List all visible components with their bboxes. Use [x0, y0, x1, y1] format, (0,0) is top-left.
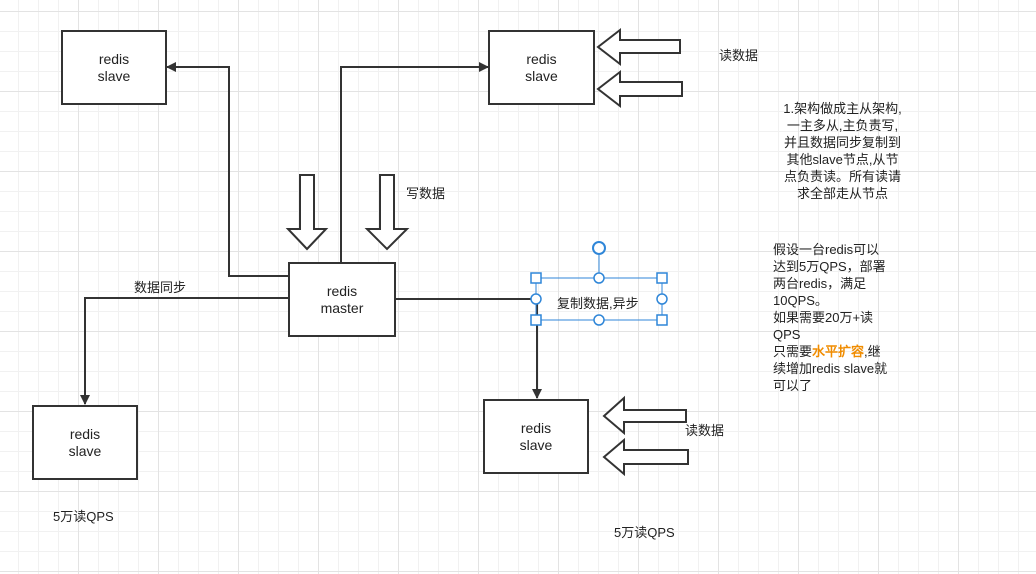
- note-line-highlight: 只需要水平扩容,继: [773, 343, 923, 360]
- note-architecture[interactable]: 1.架构做成主从架构, 一主多从,主负责写, 并且数据同步复制到 其他slave…: [770, 100, 915, 202]
- node-line2: slave: [68, 442, 102, 459]
- note-line: 点负责读。所有读请: [783, 169, 901, 184]
- note-scaling[interactable]: 假设一台redis可以 达到5万QPS，部署 两台redis，满足 10QPS。…: [773, 241, 923, 394]
- resize-handle-right: [656, 293, 668, 305]
- redis-slave-top-left[interactable]: redis slave: [61, 30, 167, 105]
- read-arrow-bottom-upper[interactable]: [602, 395, 687, 436]
- highlight-horizontal-scaling: 水平扩容: [812, 344, 865, 359]
- selection-box[interactable]: [530, 241, 668, 326]
- note-line: 其他slave节点,从节: [786, 152, 899, 167]
- note-line: 两台redis，满足: [773, 276, 867, 291]
- read-arrow-bottom-lower[interactable]: [602, 437, 689, 477]
- note-line: 1.架构做成主从架构,: [783, 101, 902, 116]
- note-line: 续增加redis slave就: [773, 361, 888, 376]
- node-line2: slave: [97, 67, 131, 84]
- rotate-handle: [592, 241, 606, 255]
- note-line: 10QPS。: [773, 293, 828, 308]
- note-line: 一主多从,主负责写,: [786, 118, 899, 133]
- node-line1: redis: [326, 282, 358, 299]
- label-write-data[interactable]: 写数据: [406, 186, 446, 201]
- resize-handle-bl: [530, 314, 542, 326]
- note-line: QPS: [773, 327, 801, 342]
- resize-handle-tr: [656, 272, 668, 284]
- resize-handle-top: [593, 272, 605, 284]
- write-arrow-right[interactable]: [364, 174, 410, 251]
- note-line: 可以了: [773, 378, 813, 393]
- node-line1: redis: [98, 50, 130, 67]
- resize-handle-left: [530, 293, 542, 305]
- node-line1: redis: [520, 419, 552, 436]
- note-text: 只需要: [773, 344, 813, 359]
- write-arrow-left[interactable]: [285, 174, 329, 251]
- label-data-sync[interactable]: 数据同步: [134, 280, 187, 295]
- note-line: 达到5万QPS，部署: [773, 259, 886, 274]
- connector-master-to-top-right-slave[interactable]: [340, 62, 489, 262]
- node-line2: master: [320, 299, 364, 316]
- note-line: 求全部走从节点: [796, 186, 888, 201]
- redis-slave-bottom-right[interactable]: redis slave: [483, 399, 589, 474]
- label-qps-left[interactable]: 5万读QPS: [53, 509, 114, 524]
- label-read-data-bottom[interactable]: 读数据: [685, 423, 725, 438]
- note-line: 假设一台redis可以: [773, 242, 880, 257]
- label-read-data-top[interactable]: 读数据: [719, 48, 759, 63]
- note-text: ,继: [864, 344, 881, 359]
- note-line: 如果需要20万+读: [773, 310, 874, 325]
- connector-master-to-bottom-right-slave[interactable]: [396, 298, 542, 399]
- node-line1: redis: [526, 50, 557, 67]
- read-arrow-top-lower[interactable]: [596, 69, 683, 109]
- resize-handle-tl: [530, 272, 542, 284]
- redis-slave-top-right[interactable]: redis slave: [488, 30, 595, 105]
- node-line1: redis: [69, 425, 101, 442]
- label-qps-right[interactable]: 5万读QPS: [614, 525, 675, 540]
- connector-master-to-top-left-slave[interactable]: [166, 62, 288, 277]
- read-arrow-top-upper[interactable]: [596, 27, 681, 67]
- redis-slave-bottom-left[interactable]: redis slave: [32, 405, 138, 480]
- note-line: 并且数据同步复制到: [783, 135, 901, 150]
- resize-handle-bottom: [593, 314, 605, 326]
- resize-handle-br: [656, 314, 668, 326]
- connector-master-to-bottom-left-slave[interactable]: [80, 297, 288, 405]
- redis-master[interactable]: redis master: [288, 262, 396, 337]
- label-copy-async[interactable]: 复制数据,异步: [557, 296, 639, 311]
- node-line2: slave: [525, 67, 558, 84]
- node-line2: slave: [519, 436, 553, 453]
